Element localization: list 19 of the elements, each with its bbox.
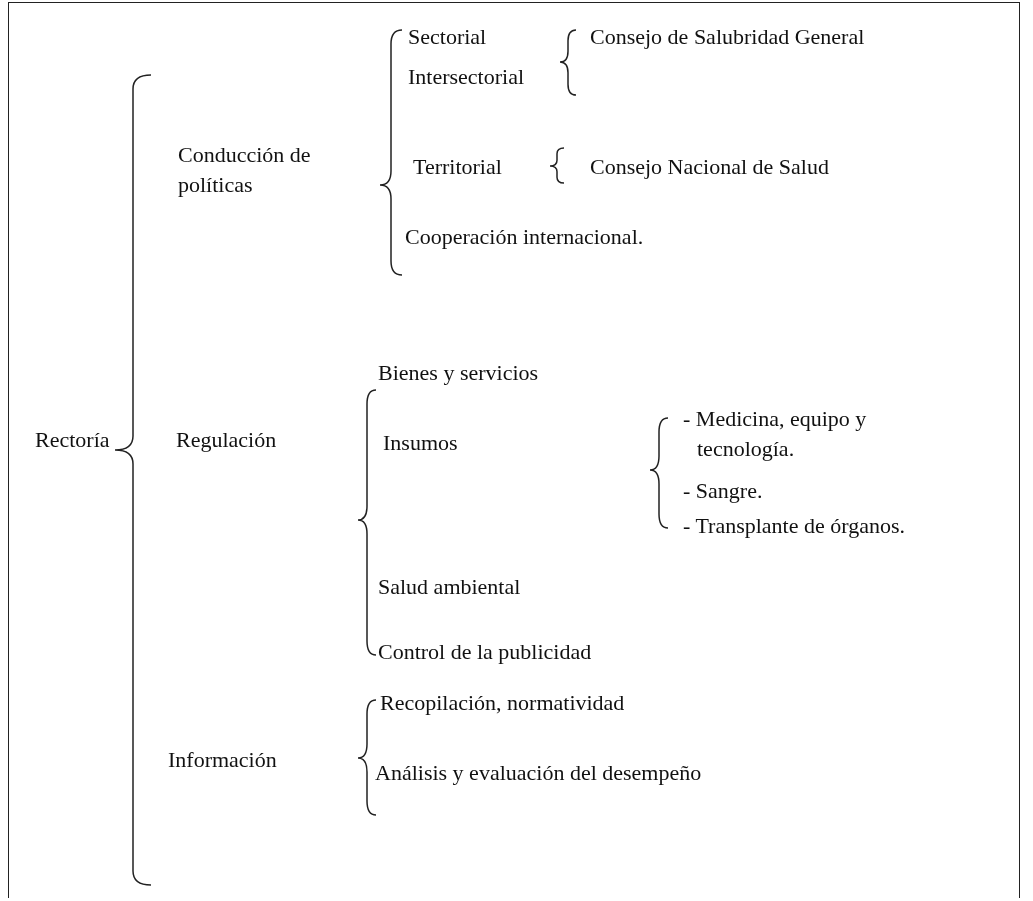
item-label: Salud ambiental bbox=[378, 573, 521, 601]
root-label: Rectoría bbox=[35, 426, 110, 454]
item-label: Cooperación internacional. bbox=[405, 223, 644, 251]
item-label: - Sangre. bbox=[683, 477, 763, 505]
item-label: Recopilación, normatividad bbox=[380, 689, 625, 717]
item-label: - Transplante de órganos. bbox=[683, 512, 906, 540]
item-label: Consejo de Salubridad General bbox=[590, 23, 865, 51]
item-label: Sectorial bbox=[408, 23, 487, 51]
item-label: Control de la publicidad bbox=[378, 638, 592, 666]
item-label: Bienes y servicios bbox=[378, 359, 539, 387]
item-label: Conducción de políticas bbox=[178, 141, 312, 199]
item-label: Intersectorial bbox=[408, 63, 525, 91]
item-label: - Medicina, equipo y tecnología. bbox=[683, 405, 867, 463]
item-label: Insumos bbox=[383, 429, 458, 457]
item-label: Territorial bbox=[413, 153, 502, 181]
item-label: Análisis y evaluación del desempeño bbox=[375, 759, 702, 787]
item-label: Consejo Nacional de Salud bbox=[590, 153, 829, 181]
item-label: Información bbox=[168, 746, 277, 774]
item-label: Regulación bbox=[176, 426, 277, 454]
